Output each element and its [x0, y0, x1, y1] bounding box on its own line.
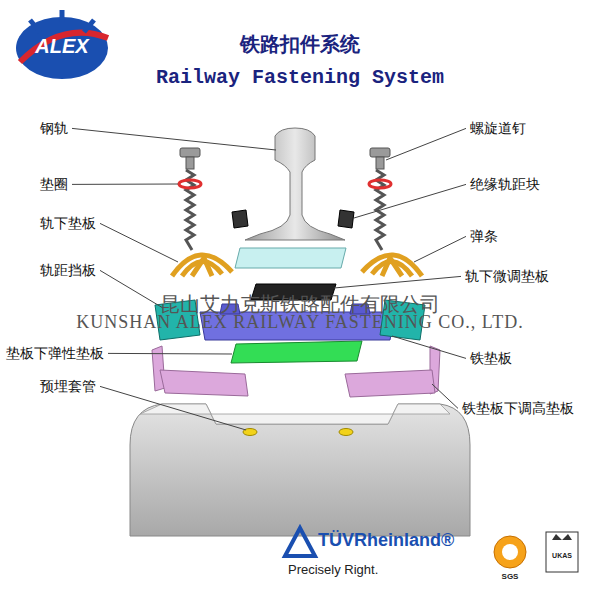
part-name: 绝缘轨距块 — [470, 176, 540, 193]
watermark: KUNSHAN ALEX RAILWAY FASTENING CO., LTD. — [76, 312, 523, 334]
insulation-block — [232, 210, 354, 228]
part-name: 螺旋道钉 — [470, 120, 526, 137]
washer — [179, 180, 391, 188]
leader-line — [392, 336, 466, 358]
certification-text: UKAS — [552, 552, 572, 560]
diagram-title: 铁路扣件系统 — [240, 32, 360, 56]
certification-text: SGS — [502, 572, 519, 582]
subtitle: Railway Fastening System — [156, 66, 444, 90]
leader-line — [386, 128, 466, 160]
leader-line — [334, 276, 461, 288]
certification-text: Precisely Right. — [288, 562, 378, 578]
leader-line — [100, 386, 246, 430]
leader-line — [72, 128, 276, 150]
company-logo — [16, 10, 108, 79]
rail-pad — [235, 248, 346, 268]
elastic-clip — [172, 255, 422, 276]
part-name: 垫板下弹性垫板 — [6, 345, 104, 362]
leader-line — [72, 184, 178, 185]
part-name: 轨下垫板 — [40, 215, 96, 232]
part-name: 铁垫板 — [470, 350, 512, 367]
part-name: 轨下微调垫板 — [465, 268, 549, 285]
part-name: 预埋套管 — [40, 378, 96, 395]
concrete-sleeper — [130, 404, 470, 536]
part-name: 轨距挡板 — [40, 262, 96, 279]
leader-line — [414, 236, 466, 262]
leader-line — [354, 184, 466, 218]
elastic-pad — [231, 341, 362, 363]
leader-line — [100, 270, 163, 308]
part-name: 弹条 — [470, 228, 498, 245]
part-name: 垫圈 — [40, 176, 68, 193]
logo-text: ALEX — [35, 34, 88, 58]
rail — [245, 128, 345, 240]
certification-text: TÜVRheinland® — [318, 530, 454, 552]
leader-line — [100, 223, 178, 262]
leader-line — [108, 353, 232, 355]
part-name: 铁垫板下调高垫板 — [462, 400, 574, 417]
leader-line — [432, 384, 458, 408]
screw-spike — [180, 148, 390, 250]
part-name: 钢轨 — [40, 120, 68, 137]
